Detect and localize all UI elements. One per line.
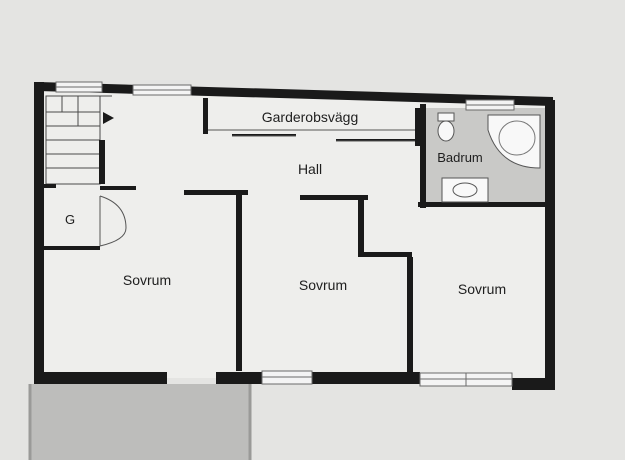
window: [132, 84, 192, 96]
label-bathroom: Badrum: [437, 150, 483, 165]
wardrobe-doors: [208, 129, 415, 142]
stair-arrow-icon: [103, 112, 114, 124]
label-wardrobe-wall: Garderobsvägg: [262, 109, 359, 125]
label-bedroom-west: Sovrum: [123, 272, 171, 288]
window: [55, 81, 103, 93]
window: [261, 370, 313, 385]
closet-door: [99, 195, 127, 247]
window: [419, 372, 513, 387]
label-bedroom-middle: Sovrum: [299, 277, 347, 293]
toilet-icon: [437, 112, 455, 142]
bathroom-door-jamb: [420, 178, 426, 206]
label-closet: G: [65, 212, 75, 227]
label-hall: Hall: [298, 161, 322, 177]
bathtub-icon: [487, 114, 541, 169]
label-bedroom-east: Sovrum: [458, 281, 506, 297]
stair-rail: [99, 140, 105, 184]
interior-walls: [44, 98, 546, 377]
balcony: [30, 384, 250, 460]
window: [465, 99, 515, 111]
sink-icon: [441, 177, 489, 203]
